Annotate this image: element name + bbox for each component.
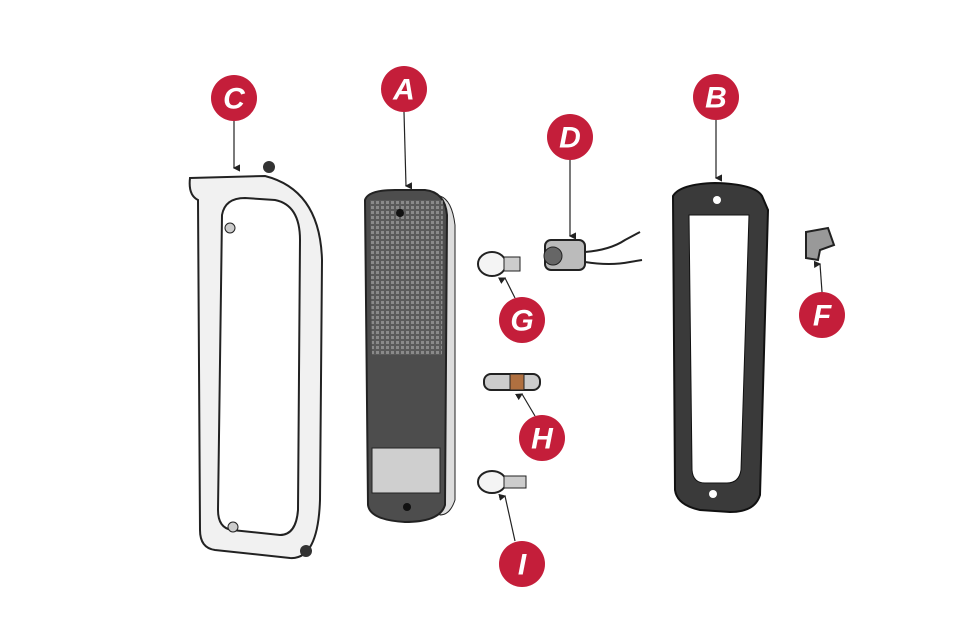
clip-part (805, 226, 836, 262)
bulb-i-part (477, 470, 527, 494)
callout-c: C (211, 75, 257, 121)
callout-i: I (499, 541, 545, 587)
callout-circle (547, 114, 593, 160)
callout-g: G (499, 297, 545, 343)
gasket-part (671, 181, 770, 514)
callout-label: G (510, 305, 533, 338)
lens-part (363, 189, 456, 524)
callout-label: B (705, 82, 727, 115)
bezel-part (188, 161, 324, 560)
bulb-g-part (477, 251, 521, 277)
callout-label: D (559, 122, 581, 155)
bulb-h-part (483, 373, 541, 391)
callout-circle (693, 74, 739, 120)
socket-part (543, 231, 643, 271)
callout-label: I (518, 549, 527, 582)
callout-label: H (531, 423, 554, 456)
callout-label: A (392, 74, 415, 107)
callout-h: H (519, 415, 565, 461)
callout-f: F (799, 292, 845, 338)
callout-circle (519, 415, 565, 461)
leader-lines (232, 111, 823, 542)
callout-b: B (693, 74, 739, 120)
callout-label: C (223, 83, 246, 116)
callout-a: A (381, 66, 427, 112)
callout-circle (499, 297, 545, 343)
callout-d: D (547, 114, 593, 160)
callout-circle (381, 66, 427, 112)
callout-circle (799, 292, 845, 338)
callout-circle (499, 541, 545, 587)
callout-label: F (813, 300, 832, 333)
callout-circle (211, 75, 257, 121)
